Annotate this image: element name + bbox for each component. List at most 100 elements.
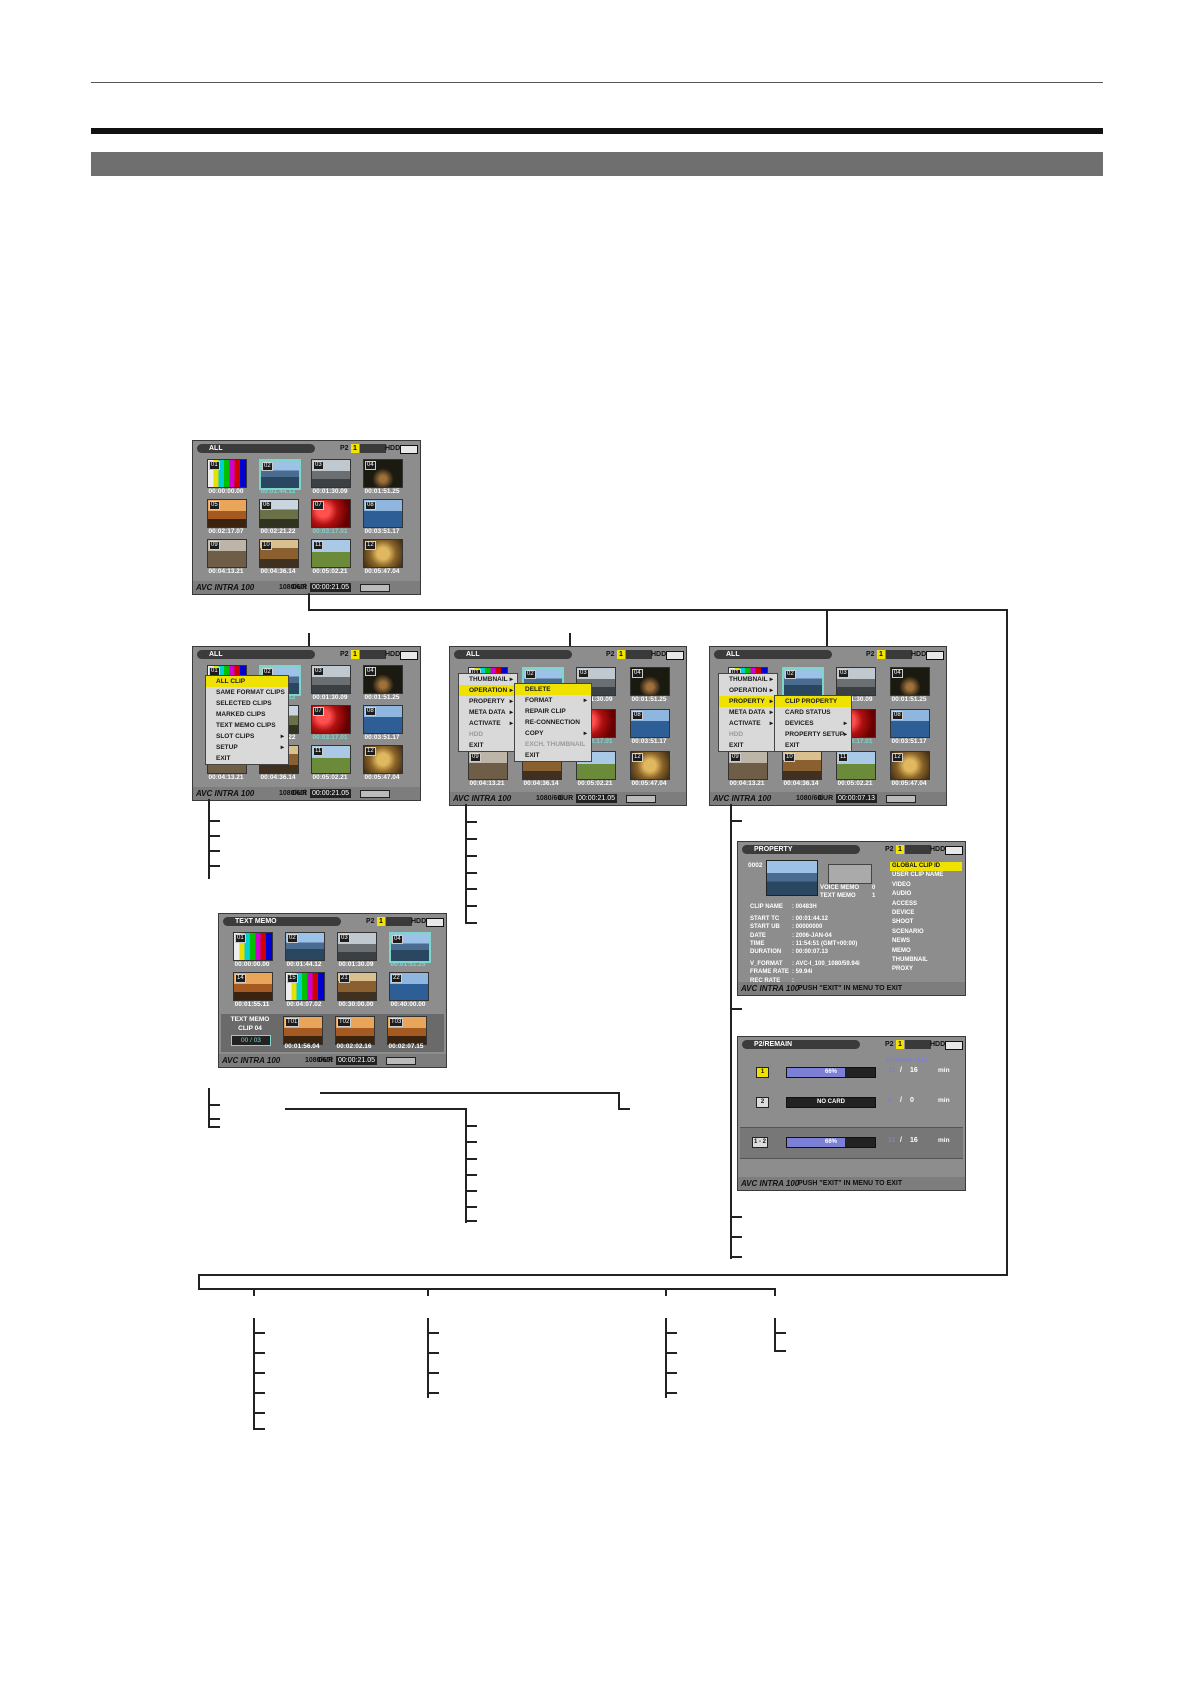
clip-thumbnail[interactable]: 07 <box>311 499 351 528</box>
property-tab[interactable]: VIDEO <box>892 881 911 888</box>
battery-icon <box>945 1041 963 1050</box>
clip-thumbnail[interactable]: 02 <box>782 667 824 698</box>
clip-thumbnail[interactable]: 05 <box>207 499 247 528</box>
clip-timecode: 00:05:02.21 <box>312 568 348 575</box>
clip-thumbnail[interactable]: 12 <box>363 745 403 774</box>
clip-thumbnail[interactable]: 02 <box>285 932 325 961</box>
menu-item[interactable]: PROPERTY▸ <box>719 696 777 707</box>
property-tab[interactable]: DEVICE <box>892 909 915 916</box>
clip-number: 09 <box>730 753 741 762</box>
menu-item[interactable]: ALL CLIP <box>206 676 288 687</box>
menu-item[interactable]: SLOT CLIPS▸ <box>216 733 284 740</box>
clip-thumbnail[interactable]: 06 <box>259 499 299 528</box>
clip-thumbnail[interactable]: 08 <box>363 499 403 528</box>
clip-thumbnail[interactable]: 12 <box>890 751 930 780</box>
clip-thumbnail[interactable]: 21 <box>337 972 377 1001</box>
clip-thumbnail[interactable]: 10 <box>782 751 822 780</box>
property-tab[interactable]: ACCESS <box>892 900 918 907</box>
clip-thumbnail[interactable]: 11 <box>311 539 351 568</box>
clip-thumbnail[interactable]: 14 <box>233 972 273 1001</box>
menu-item[interactable]: HDD <box>469 731 484 738</box>
menu-item[interactable]: ACTIVATE▸ <box>469 720 513 727</box>
menu-item[interactable]: EXIT <box>469 742 484 749</box>
text-memo-thumbnail[interactable]: T02 <box>335 1016 375 1045</box>
property-tab[interactable]: SHOOT <box>892 919 914 926</box>
clip-thumbnail[interactable]: 04 <box>630 667 670 696</box>
menu-item[interactable]: CARD STATUS <box>785 709 831 716</box>
clip-thumbnail[interactable]: 08 <box>363 705 403 734</box>
clip-thumbnail[interactable]: 03 <box>311 459 351 488</box>
property-tab[interactable]: GLOBAL CLIP ID <box>890 862 962 872</box>
menu-item[interactable]: RE-CONNECTION <box>525 719 580 726</box>
menu-item[interactable]: DELETE <box>515 684 591 695</box>
clip-thumbnail[interactable]: 02 <box>259 459 301 490</box>
text-memo-thumbnail[interactable]: T03 <box>387 1016 427 1045</box>
menu-item[interactable]: META DATA▸ <box>469 709 513 716</box>
menu-item[interactable]: TEXT MEMO CLIPS <box>216 722 276 729</box>
clip-thumbnail[interactable]: 10 <box>259 539 299 568</box>
property-tab[interactable]: SCENARIO <box>892 928 924 935</box>
menu-item[interactable]: ACTIVATE▸ <box>729 720 773 727</box>
property-tab[interactable]: USER CLIP NAME <box>892 872 944 879</box>
clip-thumbnail[interactable]: 04 <box>363 459 403 488</box>
battery-icon <box>400 651 418 660</box>
screen-title: ALL <box>714 650 832 659</box>
menu-item[interactable]: EXCH. THUMBNAIL <box>525 741 586 748</box>
menu-item[interactable]: META DATA▸ <box>729 709 773 716</box>
menu-item[interactable]: REPAIR CLIP <box>525 708 566 715</box>
clip-number: 10 <box>261 541 272 550</box>
menu-item[interactable]: CLIP PROPERTY <box>775 696 851 707</box>
clip-thumbnail[interactable]: 11 <box>311 745 351 774</box>
menu-item[interactable]: MARKED CLIPS <box>216 711 266 718</box>
menu-item[interactable]: THUMBNAIL▸ <box>469 676 513 683</box>
clip-thumbnail[interactable]: 03 <box>311 665 351 694</box>
tree-line <box>774 1350 786 1352</box>
property-tab[interactable]: MEMO <box>892 947 911 954</box>
remain-header: REMAIN / ALL <box>886 1057 930 1064</box>
clip-thumbnail[interactable]: 11 <box>836 751 876 780</box>
menu-item[interactable]: EXIT <box>525 752 540 759</box>
clip-thumbnail[interactable]: 08 <box>890 709 930 738</box>
clip-thumbnail[interactable]: 09 <box>728 751 768 780</box>
menu-item[interactable]: THUMBNAIL▸ <box>729 676 773 683</box>
tree-line <box>208 820 220 822</box>
menu-item[interactable]: SAME FORMAT CLIPS <box>216 689 285 696</box>
clip-timecode: 00:05:47.04 <box>631 780 667 787</box>
menu-item[interactable]: EXIT <box>216 755 231 762</box>
text-memo-thumbnail[interactable]: T01 <box>283 1016 323 1045</box>
clip-thumbnail[interactable]: 01 <box>207 459 247 488</box>
menu-item[interactable]: SELECTED CLIPS <box>216 700 272 707</box>
menu-item[interactable]: OPERATION▸ <box>459 685 517 696</box>
menu-item[interactable]: EXIT <box>785 742 800 749</box>
clip-thumbnail[interactable]: 04 <box>890 667 930 696</box>
property-tab[interactable]: THUMBNAIL <box>892 956 928 963</box>
clip-thumbnail[interactable]: 07 <box>311 705 351 734</box>
property-tab[interactable]: PROXY <box>892 966 914 973</box>
unit-label: min <box>938 1097 950 1104</box>
menu-item[interactable]: DEVICES▸ <box>785 720 847 727</box>
menu-item[interactable]: PROPERTY SETUP▸ <box>785 731 847 738</box>
property-tab[interactable]: AUDIO <box>892 891 912 898</box>
clip-thumbnail[interactable]: 12 <box>363 539 403 568</box>
clip-thumbnail[interactable]: 01 <box>233 932 273 961</box>
clip-thumbnail[interactable]: 08 <box>630 709 670 738</box>
menu-item[interactable]: COPY▸ <box>525 730 587 737</box>
clip-thumbnail[interactable]: 09 <box>207 539 247 568</box>
menu-item[interactable]: OPERATION▸ <box>729 687 773 694</box>
thumbnail-menu-screen: ALLP21HDD0100:00:00.000200:01:44.120300:… <box>192 646 421 801</box>
menu-item[interactable]: SETUP▸ <box>216 744 284 751</box>
property-tab[interactable]: NEWS <box>892 938 910 945</box>
clip-thumbnail[interactable]: 04 <box>389 932 431 963</box>
clip-thumbnail[interactable]: 03 <box>836 667 876 696</box>
menu-item[interactable]: FORMAT▸ <box>525 697 587 704</box>
menu-item[interactable]: EXIT <box>729 742 744 749</box>
clip-thumbnail[interactable]: 09 <box>468 751 508 780</box>
menu-item[interactable]: PROPERTY▸ <box>469 698 513 705</box>
menu-item[interactable]: HDD <box>729 731 744 738</box>
clip-thumbnail[interactable]: 22 <box>389 972 429 1001</box>
clip-number: 01 <box>209 461 220 470</box>
clip-thumbnail[interactable]: 12 <box>630 751 670 780</box>
clip-thumbnail[interactable]: 03 <box>337 932 377 961</box>
clip-thumbnail[interactable]: 15 <box>285 972 325 1001</box>
clip-thumbnail[interactable]: 04 <box>363 665 403 694</box>
